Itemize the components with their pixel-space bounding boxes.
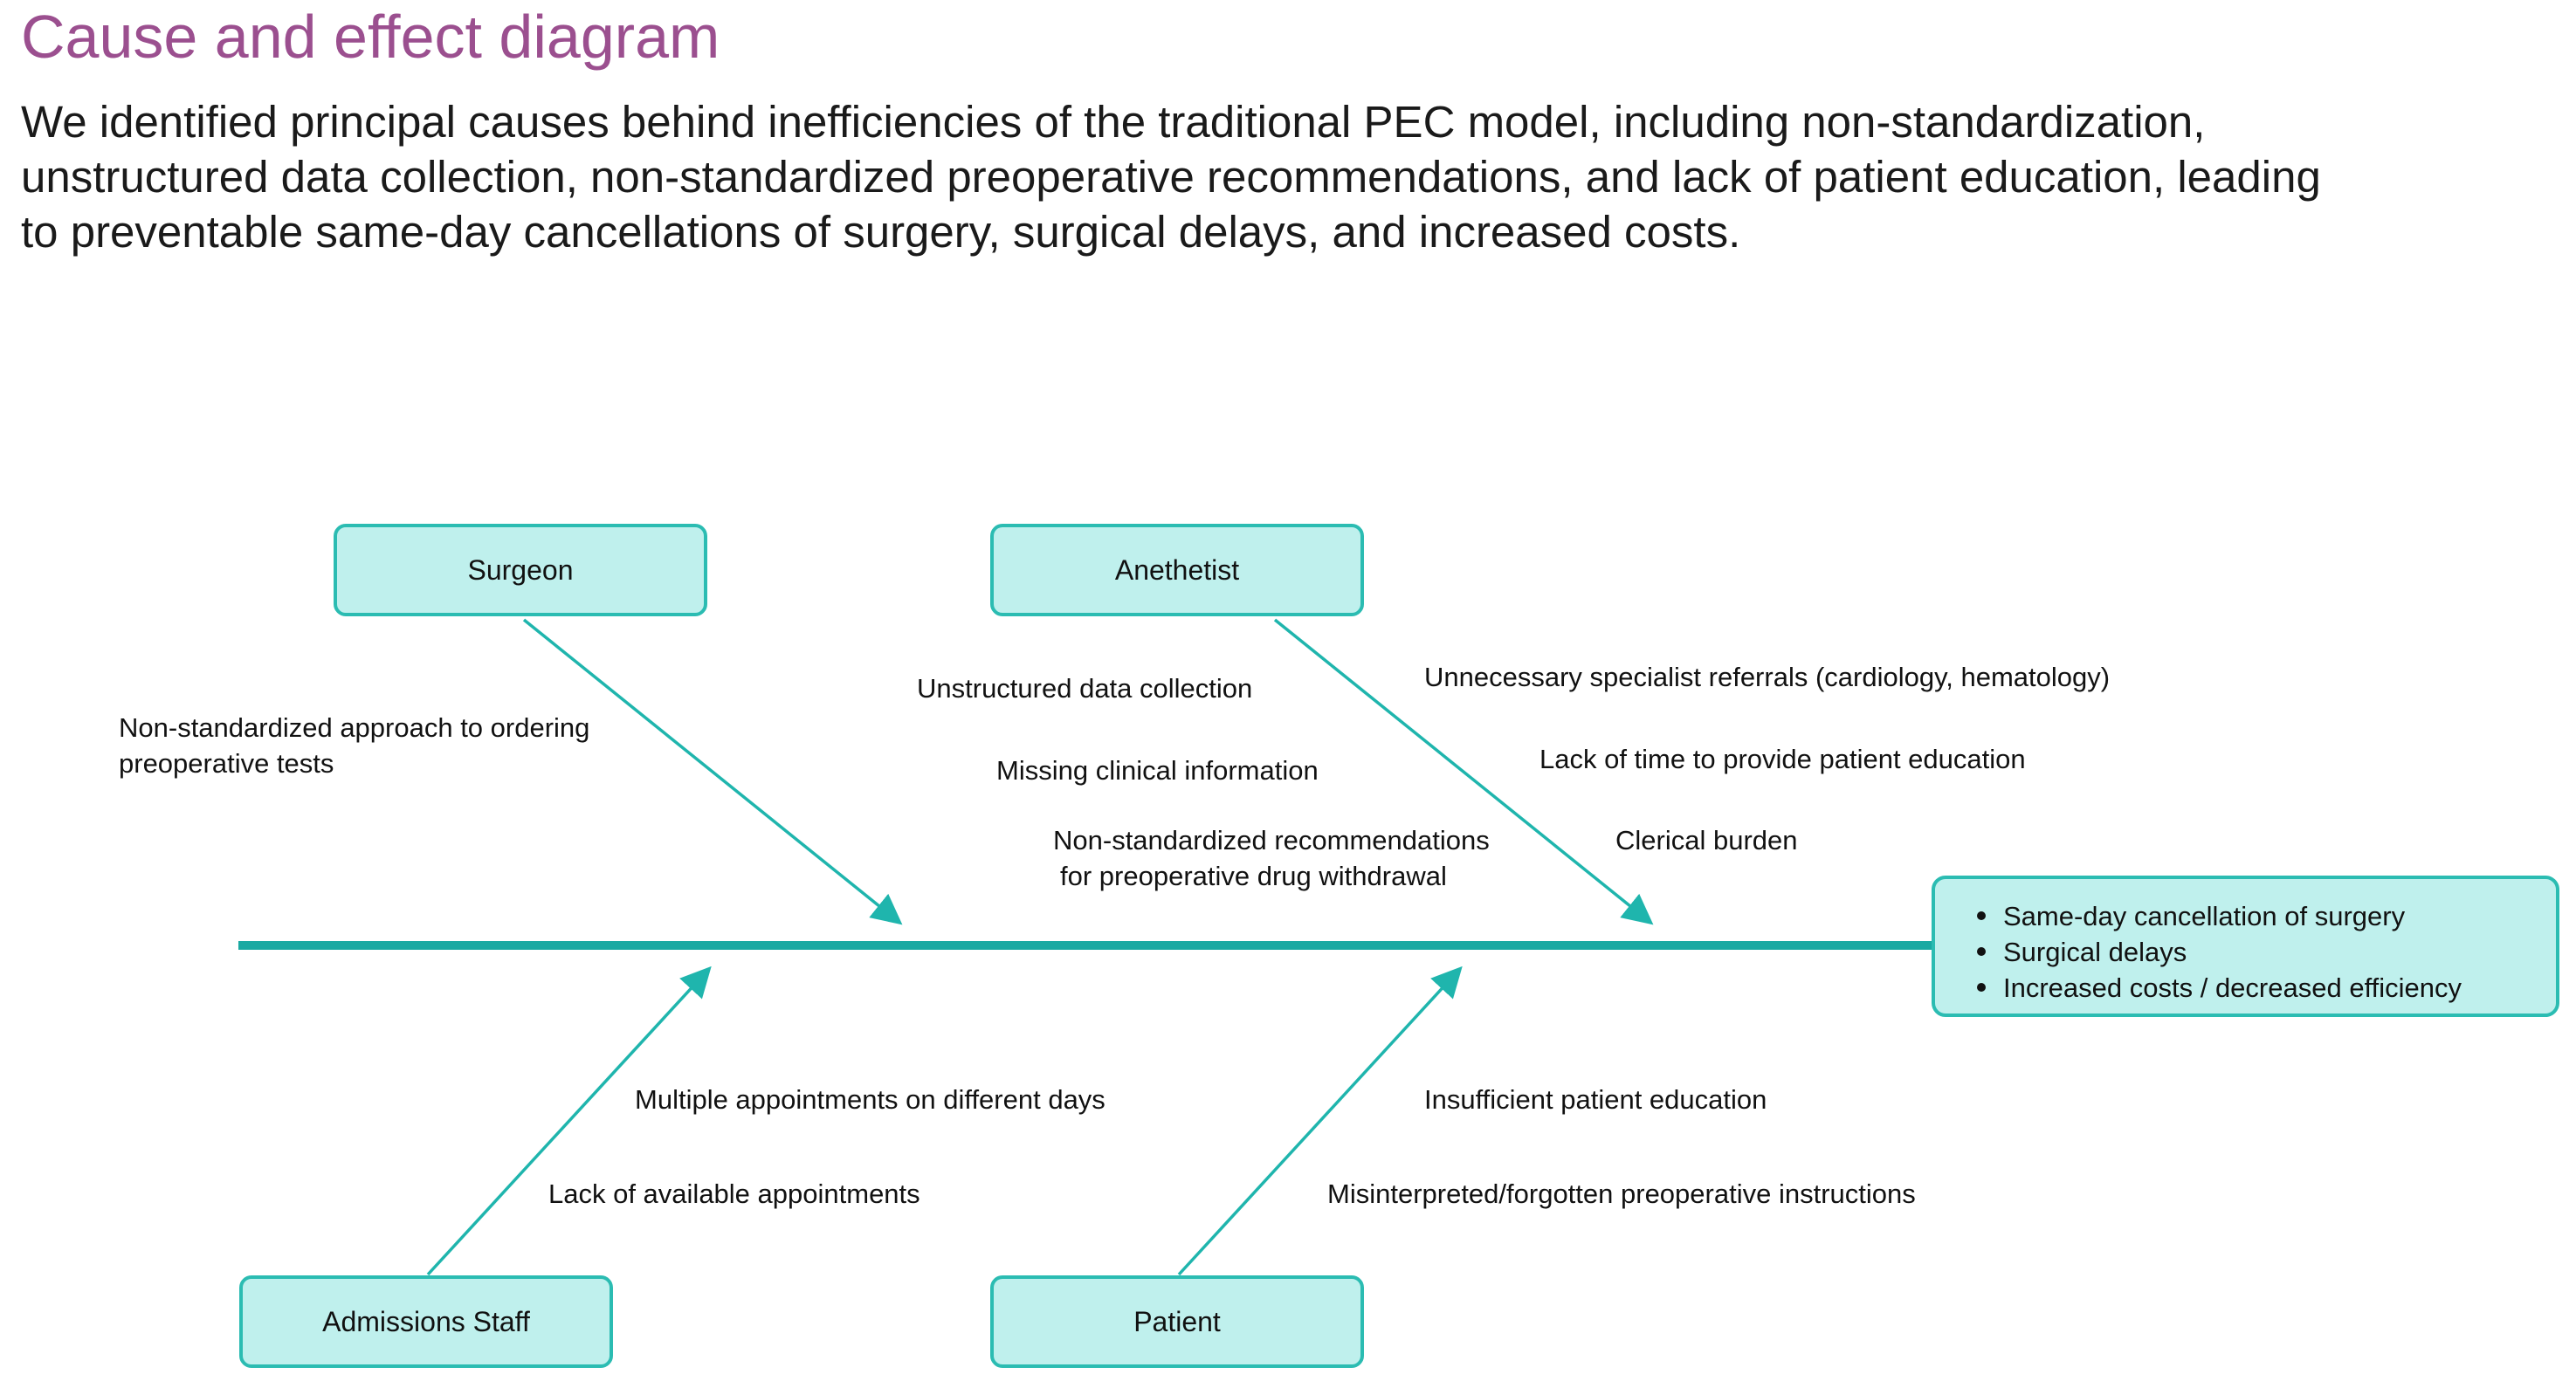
cause-missing-clinical-info: Missing clinical information xyxy=(996,755,1319,786)
page-title: Cause and effect diagram xyxy=(21,3,720,71)
intro-line: to preventable same-day cancellations of… xyxy=(21,207,1741,257)
category-box-admissions-staff: Admissions Staff xyxy=(239,1275,613,1368)
intro-line: We identified principal causes behind in… xyxy=(21,97,2206,147)
category-box-surgeon: Surgeon xyxy=(334,524,707,616)
cause-specialist-referrals: Unnecessary specialist referrals (cardio… xyxy=(1424,662,2111,692)
cause-drug-withdrawal: Non-standardized recommendations for pre… xyxy=(1053,822,1490,894)
cause-lack-education-time: Lack of time to provide patient educatio… xyxy=(1539,744,2026,774)
cause-surgeon-ordering-tests: Non-standardized approach to ordering pr… xyxy=(119,710,589,781)
effect-list: Same-day cancellation of surgery Surgica… xyxy=(1977,898,2538,1006)
effect-item: Same-day cancellation of surgery xyxy=(1977,898,2538,934)
effect-box: Same-day cancellation of surgery Surgica… xyxy=(1932,876,2559,1017)
cause-line: Non-standardized recommendations xyxy=(1053,825,1490,855)
cause-multiple-appointments: Multiple appointments on different days xyxy=(635,1084,1105,1115)
effect-item: Surgical delays xyxy=(1977,934,2538,970)
category-box-patient: Patient xyxy=(990,1275,1364,1368)
cause-insufficient-education: Insufficient patient education xyxy=(1424,1084,1767,1115)
surgeon-bone-arrow xyxy=(522,618,903,925)
admissions-bone-arrow xyxy=(426,965,712,1276)
cause-lack-appointments: Lack of available appointments xyxy=(548,1178,920,1209)
effect-item: Increased costs / decreased efficiency xyxy=(1977,970,2538,1006)
intro-paragraph: We identified principal causes behind in… xyxy=(21,94,2553,259)
cause-misinterpreted-instructions: Misinterpreted/forgotten preoperative in… xyxy=(1327,1178,1916,1209)
cause-unstructured-data: Unstructured data collection xyxy=(917,673,1253,704)
anesthetist-bone-arrow xyxy=(1273,618,1654,925)
cause-clerical-burden: Clerical burden xyxy=(1615,825,1798,855)
cause-line: Non-standardized approach to ordering xyxy=(119,712,590,743)
category-box-anesthetist: Anethetist xyxy=(990,524,1364,616)
cause-line: preoperative tests xyxy=(119,748,334,779)
patient-bone-arrow xyxy=(1177,965,1463,1276)
intro-line: unstructured data collection, non-standa… xyxy=(21,152,2321,202)
cause-line: for preoperative drug withdrawal xyxy=(1060,861,1447,891)
